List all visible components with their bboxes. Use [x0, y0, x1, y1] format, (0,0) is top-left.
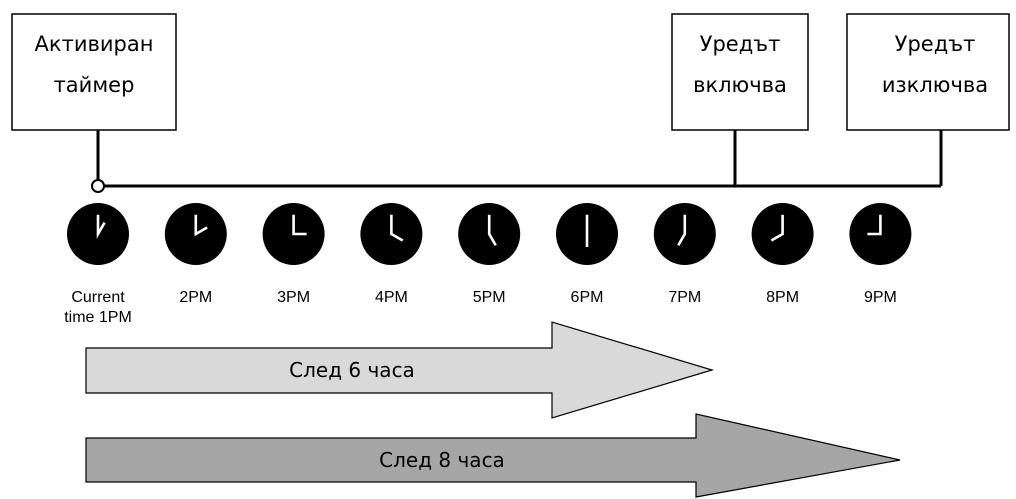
clock-label: Current	[71, 289, 125, 306]
clock-hands-icon	[390, 214, 404, 242]
clock-3: 3PM	[262, 203, 325, 306]
timer-activated-line1: Активиран	[35, 32, 154, 56]
device-on-line1: Уредът	[700, 32, 781, 56]
device-on-box: Уредът включва	[671, 13, 809, 131]
device-off-line1: Уредът	[895, 32, 976, 56]
clock-label: 9PM	[864, 289, 897, 306]
arrow-eight-hours: След 8 часа	[85, 413, 901, 498]
arrow-six-hours: След 6 часа	[85, 321, 715, 419]
clock-hands-icon	[770, 214, 784, 242]
clock-hands-icon	[96, 214, 106, 239]
clock-hands-icon	[487, 214, 497, 246]
clock-hands-icon	[867, 214, 882, 236]
clock-5: 5PM	[458, 203, 521, 306]
clock-7: 7PM	[653, 203, 716, 306]
start-marker	[91, 179, 105, 193]
clock-9: 9PM	[849, 203, 912, 306]
clock-label: 5PM	[473, 289, 506, 306]
clock-label: 7PM	[668, 289, 701, 306]
clock-2: 2PM	[164, 203, 227, 306]
device-on-line2: включва	[693, 73, 787, 97]
clock-label: 4PM	[375, 289, 408, 306]
timer-activated-box: Активиран таймер	[11, 13, 177, 131]
clock-1: Current time 1PM	[64, 203, 132, 326]
clock-label: 8PM	[766, 289, 799, 306]
timeline-connector	[96, 130, 943, 188]
clock-hands-icon	[292, 214, 307, 236]
device-off-line2: изключва	[882, 73, 988, 97]
clock-label-line2: time 1PM	[64, 309, 132, 326]
timer-activated-line2: таймер	[54, 73, 135, 97]
clock-4: 4PM	[360, 203, 423, 306]
clock-8: 8PM	[751, 203, 814, 306]
arrow-six-hours-label: След 6 часа	[289, 358, 415, 382]
clock-hands-icon	[194, 214, 208, 237]
clock-label: 3PM	[277, 289, 310, 306]
clock-label: 2PM	[179, 289, 212, 306]
clock-hands-icon	[677, 214, 687, 246]
clock-row: Current time 1PM 2PM 3PM 4PM 5PM 6PM 7PM 8PM 9PM	[64, 203, 912, 326]
clock-label: 6PM	[571, 289, 604, 306]
arrow-eight-hours-label: След 8 часа	[379, 448, 505, 472]
clock-6: 6PM	[556, 203, 618, 306]
device-off-box: Уредът изключва	[846, 13, 1010, 131]
